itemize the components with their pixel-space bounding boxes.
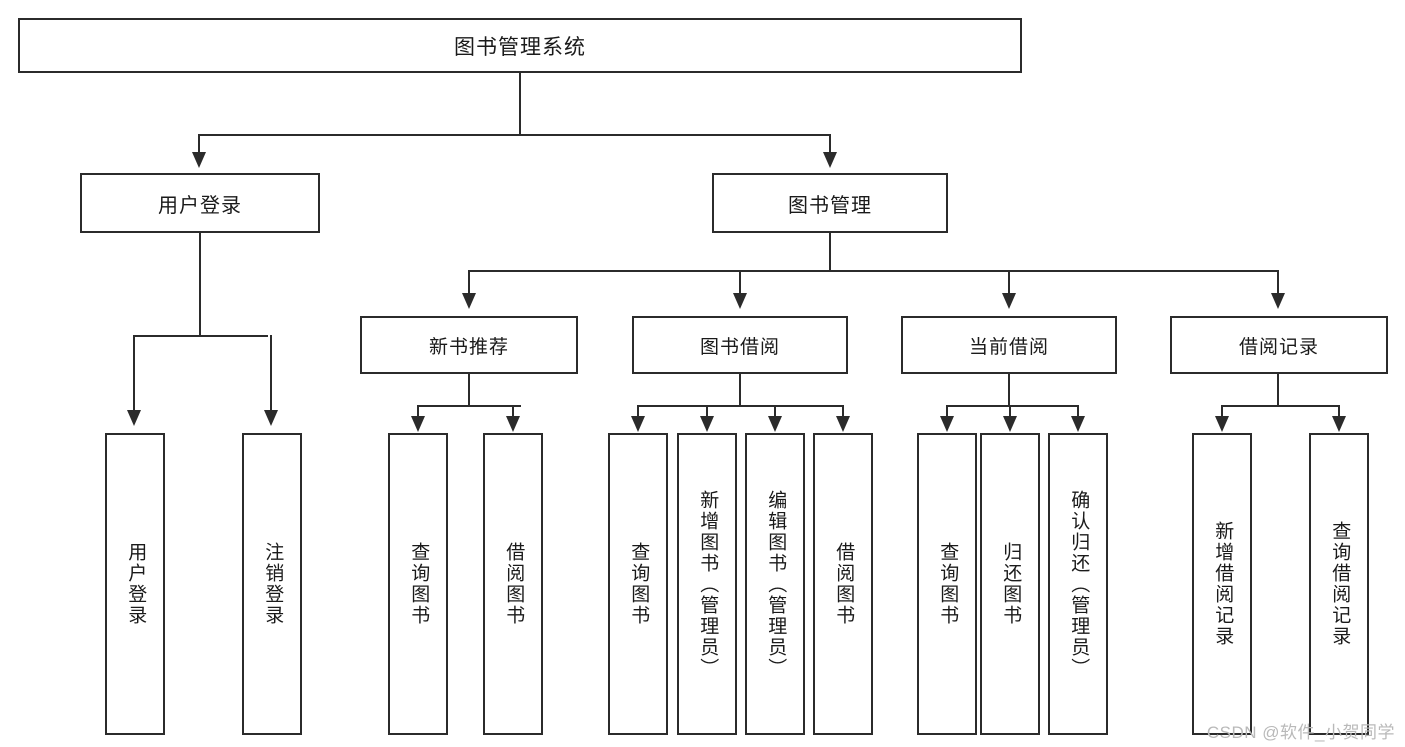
- connector-bb-to-leaf-4: [842, 405, 844, 419]
- connector-br-to-leaf-1: [1221, 405, 1223, 419]
- node-label: 图书管理: [788, 194, 872, 217]
- arrow-root-to-book-manage: [823, 152, 837, 168]
- node-label: 借阅图书: [503, 542, 525, 626]
- arrow-user-login-to-leaf-1: [127, 410, 141, 426]
- connector-book-manage-stem: [829, 233, 831, 271]
- connector-newbook-bar: [417, 405, 521, 407]
- connector-root-to-user-login: [198, 134, 200, 156]
- connector-bookborrow-stem: [739, 374, 741, 406]
- connector-bookborrow-bar: [637, 405, 844, 407]
- arrow-newbook-to-leaf-1: [411, 416, 425, 432]
- leaf-confirm-return[interactable]: 确认归还（管理员）: [1048, 433, 1108, 735]
- connector-cb-to-leaf-3: [1077, 405, 1079, 419]
- connector-borrowrecord-bar: [1221, 405, 1339, 407]
- leaf-query-book-recommend[interactable]: 查询图书: [388, 433, 448, 735]
- leaf-edit-book[interactable]: 编辑图书（管理员）: [745, 433, 805, 735]
- leaf-borrow-book-recommend[interactable]: 借阅图书: [483, 433, 543, 735]
- arrow-bb-to-leaf-1: [631, 416, 645, 432]
- connector-newbook-stem: [468, 374, 470, 406]
- arrow-cb-to-leaf-1: [940, 416, 954, 432]
- connector-root-stem: [519, 73, 521, 135]
- arrow-cb-to-leaf-3: [1071, 416, 1085, 432]
- arrow-bb-to-leaf-4: [836, 416, 850, 432]
- node-label: 归还图书: [1000, 542, 1022, 626]
- node-label: 确认归还（管理员）: [1068, 489, 1090, 679]
- connector-currentborrow-bar: [946, 405, 1078, 407]
- arrow-user-login-to-leaf-2: [264, 410, 278, 426]
- node-new-book-recommend[interactable]: 新书推荐: [360, 316, 578, 374]
- node-label: 用户登录: [125, 542, 147, 626]
- node-label: 当前借阅: [968, 336, 1049, 358]
- connector-currentborrow-stem: [1008, 374, 1010, 406]
- connector-newbook-to-leaf-2: [512, 405, 514, 419]
- connector-root-to-book-manage: [829, 134, 831, 156]
- leaf-return-book[interactable]: 归还图书: [980, 433, 1040, 735]
- arrow-bm-to-borrow-record: [1271, 293, 1285, 309]
- leaf-user-login[interactable]: 用户登录: [105, 433, 165, 735]
- arrow-br-to-leaf-2: [1332, 416, 1346, 432]
- leaf-query-borrow-record[interactable]: 查询借阅记录: [1309, 433, 1369, 735]
- node-label: 图书管理系统: [454, 35, 586, 59]
- arrow-cb-to-leaf-2: [1003, 416, 1017, 432]
- arrow-br-to-leaf-1: [1215, 416, 1229, 432]
- leaf-borrow-book[interactable]: 借阅图书: [813, 433, 873, 735]
- connector-bm-to-new-book: [468, 270, 470, 296]
- connector-bb-to-leaf-2: [706, 405, 708, 419]
- connector-newbook-to-leaf-1: [417, 405, 419, 419]
- node-label: 注销登录: [262, 542, 284, 626]
- node-label: 新增图书（管理员）: [697, 489, 719, 679]
- connector-cb-to-leaf-1: [946, 405, 948, 419]
- node-label: 编辑图书（管理员）: [765, 489, 787, 679]
- leaf-query-book-current[interactable]: 查询图书: [917, 433, 977, 735]
- leaf-add-borrow-record[interactable]: 新增借阅记录: [1192, 433, 1252, 735]
- node-label: 图书借阅: [699, 336, 780, 358]
- connector-bm-to-book-borrow: [739, 270, 741, 296]
- node-borrow-record[interactable]: 借阅记录: [1170, 316, 1388, 374]
- connector-user-login-to-leaf-2: [270, 335, 272, 413]
- leaf-user-logout[interactable]: 注销登录: [242, 433, 302, 735]
- node-label: 借阅记录: [1238, 336, 1319, 358]
- arrow-bm-to-new-book: [462, 293, 476, 309]
- node-user-login[interactable]: 用户登录: [80, 173, 320, 233]
- connector-book-manage-bar: [468, 270, 1278, 272]
- connector-bm-to-borrow-record: [1277, 270, 1279, 296]
- connector-root-bar: [198, 134, 831, 136]
- connector-bb-to-leaf-3: [774, 405, 776, 419]
- leaf-add-book[interactable]: 新增图书（管理员）: [677, 433, 737, 735]
- node-current-borrow[interactable]: 当前借阅: [901, 316, 1117, 374]
- node-label: 借阅图书: [833, 542, 855, 626]
- node-book-borrow[interactable]: 图书借阅: [632, 316, 848, 374]
- watermark-text: CSDN @软件_小贺同学: [1206, 723, 1395, 742]
- connector-bb-to-leaf-1: [637, 405, 639, 419]
- node-label: 用户登录: [158, 194, 242, 217]
- node-label: 查询图书: [408, 542, 430, 626]
- node-root-system[interactable]: 图书管理系统: [18, 18, 1022, 73]
- leaf-query-book-borrow[interactable]: 查询图书: [608, 433, 668, 735]
- arrow-newbook-to-leaf-2: [506, 416, 520, 432]
- connector-borrowrecord-stem: [1277, 374, 1279, 406]
- node-label: 查询图书: [937, 542, 959, 626]
- arrow-bb-to-leaf-2: [700, 416, 714, 432]
- arrow-bm-to-book-borrow: [733, 293, 747, 309]
- arrow-bb-to-leaf-3: [768, 416, 782, 432]
- node-label: 新书推荐: [428, 336, 509, 358]
- connector-user-login-bar: [133, 335, 268, 337]
- connector-user-login-stem: [199, 233, 201, 336]
- node-label: 查询图书: [628, 542, 650, 626]
- connector-bm-to-current-borrow: [1008, 270, 1010, 296]
- arrow-root-to-user-login: [192, 152, 206, 168]
- connector-user-login-to-leaf-1: [133, 335, 135, 413]
- node-label: 查询借阅记录: [1329, 521, 1351, 647]
- connector-cb-to-leaf-2: [1009, 405, 1011, 419]
- node-label: 新增借阅记录: [1212, 521, 1234, 647]
- node-book-manage[interactable]: 图书管理: [712, 173, 948, 233]
- arrow-bm-to-current-borrow: [1002, 293, 1016, 309]
- connector-br-to-leaf-2: [1338, 405, 1340, 419]
